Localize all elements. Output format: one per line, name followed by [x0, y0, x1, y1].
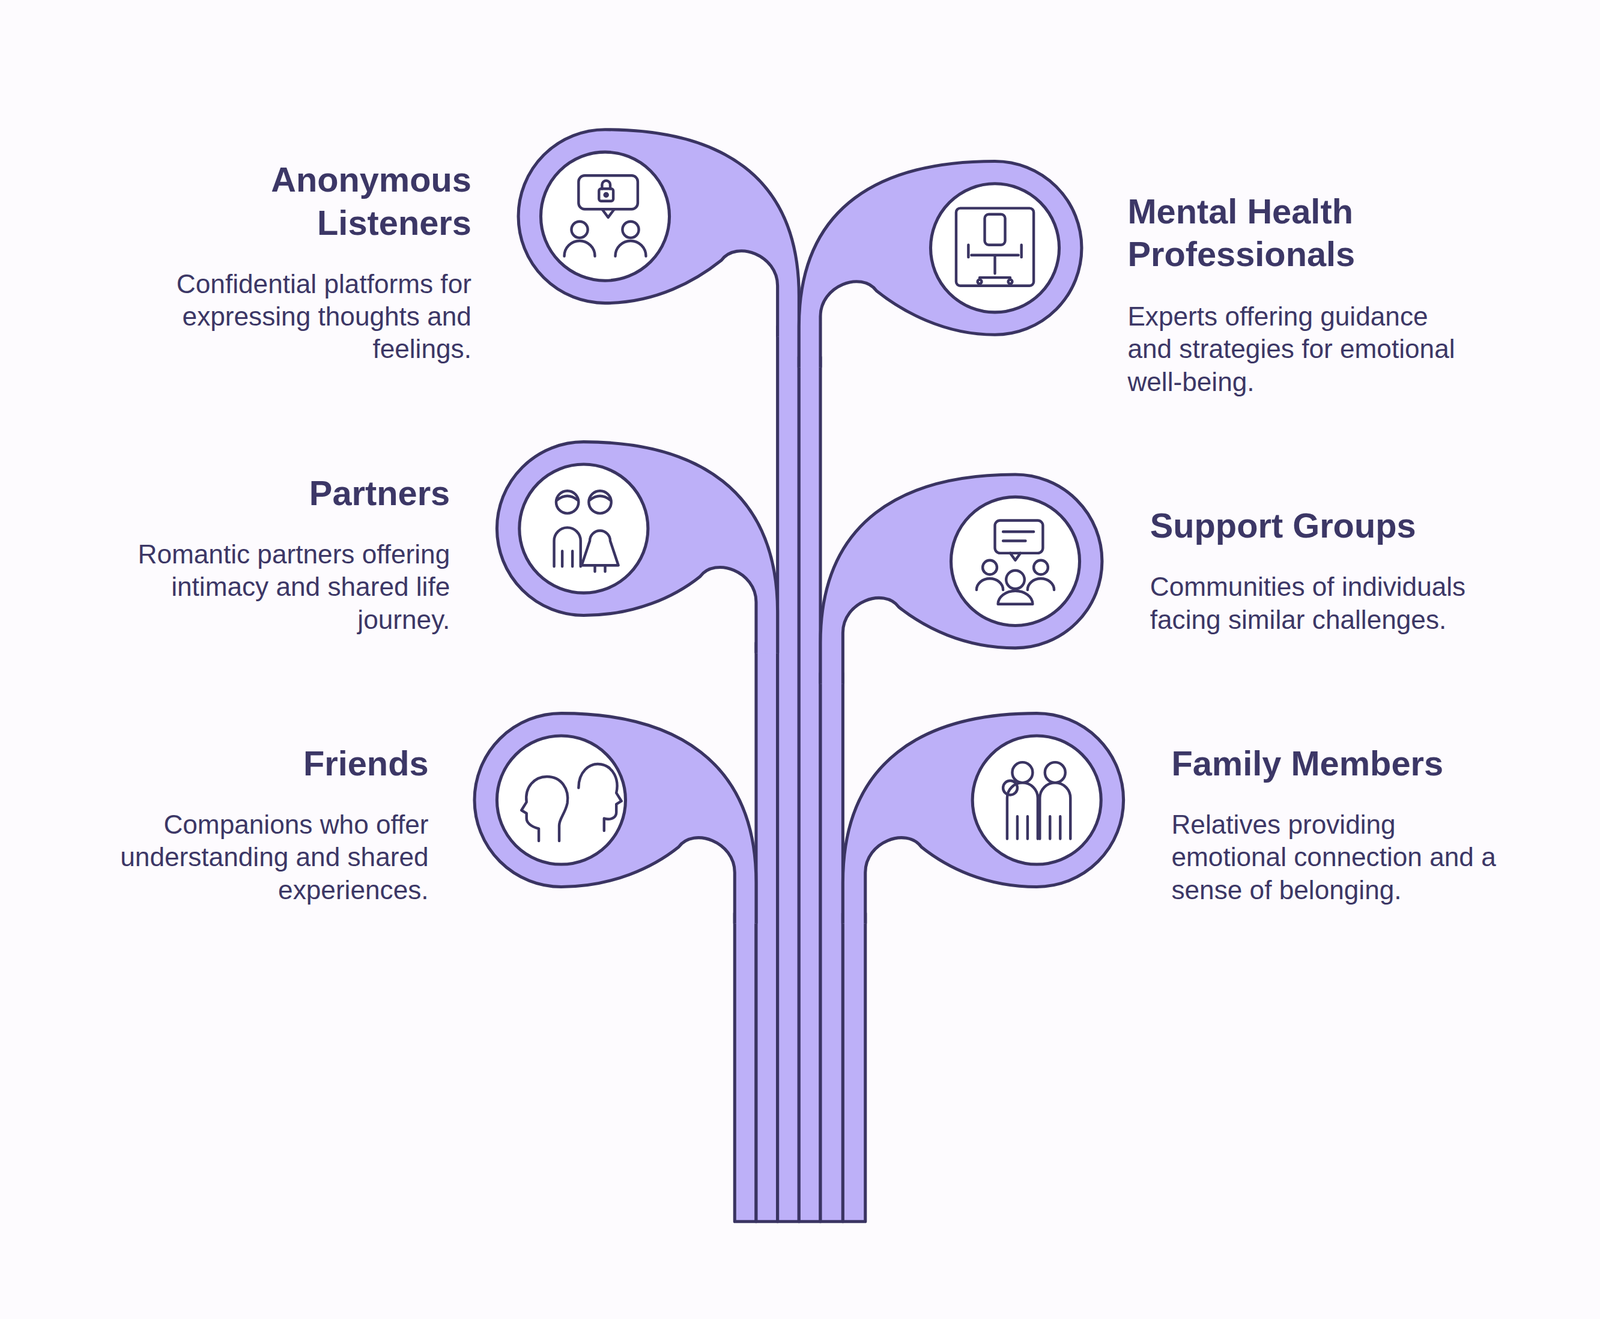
leaf-node: Anonymous ListenersConfidential platform… — [153, 122, 807, 373]
leaf-fill — [496, 442, 778, 654]
lock-dot — [604, 193, 608, 197]
person-head — [1006, 570, 1025, 590]
speech-bubble — [578, 175, 638, 210]
person-head — [571, 221, 588, 238]
node-heading: Support Groups — [1150, 503, 1477, 547]
leaf-shape — [153, 122, 807, 373]
person-body — [1007, 782, 1071, 839]
leaf-outline — [798, 160, 1082, 367]
leaf-outline — [518, 129, 799, 337]
lock-shackle — [601, 180, 611, 190]
leaf-node: PartnersRomantic partners offering intim… — [117, 436, 786, 656]
node-heading: Partners — [123, 471, 451, 515]
stem — [756, 642, 778, 1222]
group-icon — [976, 520, 1055, 604]
lock-body — [598, 188, 614, 201]
person-body — [615, 240, 646, 256]
family-icon — [1003, 762, 1071, 839]
leaf-node: Mental Health ProfessionalsExperts offer… — [793, 153, 1480, 409]
person-body — [564, 240, 596, 256]
person-head — [982, 560, 997, 575]
leaf-outline — [820, 474, 1103, 684]
person-legs — [1017, 816, 1061, 839]
icon-circle — [496, 735, 626, 865]
node-description: Companions who offer understanding and s… — [106, 808, 429, 907]
child-head — [1003, 780, 1018, 796]
stem-group — [734, 326, 865, 1222]
leaf-outline — [496, 442, 778, 654]
friends-icon — [521, 763, 622, 841]
hair — [557, 496, 611, 501]
chair-wheel — [1008, 279, 1013, 285]
bubble-tail — [601, 209, 614, 218]
speech-bubble — [995, 520, 1044, 553]
node-heading: Mental Health Professionals — [1127, 189, 1373, 276]
leaf-fill — [518, 129, 799, 337]
leaf-fill — [842, 713, 1124, 924]
icon-glyphs — [521, 175, 1071, 841]
person-body — [554, 527, 581, 567]
leaf-node: FriendsCompanions who offer understandin… — [102, 706, 766, 927]
anonymous-icon — [564, 175, 647, 256]
person-head — [1033, 560, 1049, 575]
couple-icon — [554, 490, 619, 572]
icon-circles — [496, 151, 1101, 865]
icon-circle — [930, 183, 1059, 313]
icon-circle — [950, 496, 1080, 626]
chair-back — [984, 214, 1006, 246]
leaf-node: Family MembersRelatives providing emotio… — [836, 706, 1516, 927]
leaf-fill — [474, 713, 757, 924]
leaf-node: Support GroupsCommunities of individuals… — [816, 467, 1485, 687]
person-head — [556, 490, 579, 513]
node-description: Communities of individuals facing simila… — [1150, 570, 1477, 637]
icon-circle — [972, 735, 1101, 865]
profile-head — [578, 763, 622, 831]
icon-circle — [519, 464, 649, 593]
icon-circle — [540, 151, 670, 281]
node-description: Confidential platforms for expressing th… — [165, 267, 472, 366]
chair-wheel — [977, 279, 982, 285]
stem — [820, 673, 843, 1222]
stem — [842, 913, 865, 1222]
frame — [956, 208, 1034, 286]
node-heading: Family Members — [1171, 741, 1519, 785]
node-description: Experts offering guidance and strategies… — [1127, 300, 1467, 399]
bubble-lines — [1003, 531, 1034, 561]
leaf-fill — [798, 160, 1082, 367]
person-head — [1012, 762, 1033, 783]
stem — [777, 326, 800, 1222]
person-body — [581, 530, 619, 572]
therapy-icon — [956, 208, 1034, 286]
person-body — [1027, 578, 1055, 590]
person-body — [998, 590, 1034, 605]
profile-head — [521, 776, 568, 841]
person-body — [976, 578, 1004, 590]
person-head — [588, 490, 611, 513]
person-head — [1045, 762, 1066, 783]
stem — [734, 913, 757, 1222]
leaf-outline — [474, 713, 757, 924]
chair-frame — [968, 245, 1022, 278]
node-description: Relatives providing emotional connection… — [1171, 808, 1509, 907]
stem — [798, 357, 821, 1222]
node-heading: Anonymous Listeners — [257, 157, 472, 244]
node-heading: Friends — [102, 741, 429, 785]
leaf-outline — [842, 713, 1124, 924]
person-head — [622, 221, 639, 238]
leaf-fill — [820, 474, 1103, 684]
node-description: Romantic partners offering intimacy and … — [125, 537, 450, 636]
